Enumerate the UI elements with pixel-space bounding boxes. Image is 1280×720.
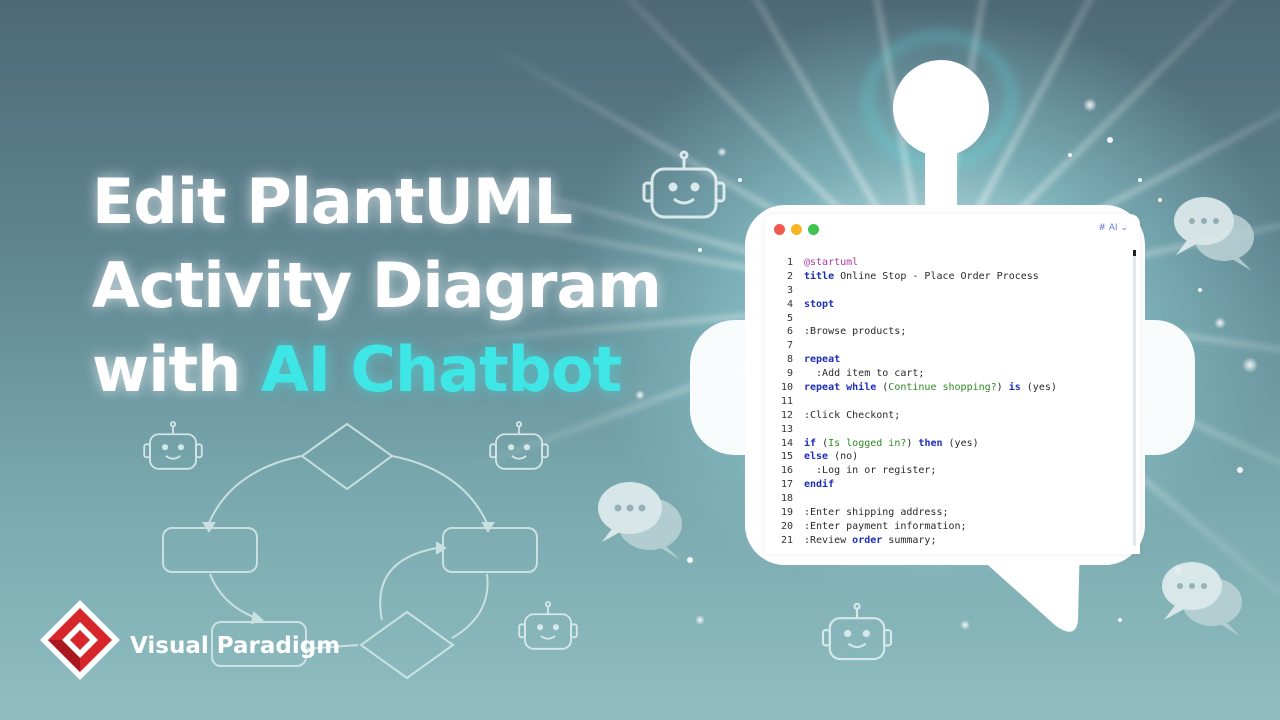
line-number: 1: [786, 257, 793, 268]
line-number: 20: [780, 520, 793, 532]
editor-titlebar: # AI ⌄: [765, 214, 1140, 246]
code-line: 17 endif: [773, 478, 1133, 492]
code-token: :Click Checkont;: [804, 409, 901, 421]
robot-icon: [642, 150, 726, 219]
code-token: (yes): [942, 437, 979, 449]
code-token: else: [804, 451, 829, 463]
code-token: if: [804, 437, 817, 449]
line-number: 13: [780, 423, 793, 435]
code-line: 11: [773, 395, 1133, 409]
code-line: 10 repeat while (Continue shopping?) is (…: [773, 381, 1133, 395]
code-token: ): [996, 382, 1009, 394]
line-number: 9: [786, 368, 793, 380]
line-number: 7: [786, 340, 793, 352]
code-token: :Enter shipping address;: [804, 507, 949, 519]
robot-icon: [518, 601, 578, 650]
code-line: 3: [773, 284, 1133, 298]
line-number: 4: [786, 298, 793, 310]
code-token: repeat: [804, 354, 841, 366]
code-area[interactable]: 1 @startuml 2 title Online Stop - Place Ord…: [773, 256, 1133, 548]
line-number: 14: [780, 437, 793, 449]
code-line: 1 @startuml: [773, 256, 1133, 270]
code-token: :Log in or register;: [804, 465, 937, 477]
code-token: Online Stop - Place Order Process: [834, 270, 1039, 282]
code-line: 20 :Enter payment information;: [773, 520, 1133, 534]
chat-bubble-icon: [1174, 197, 1254, 271]
code-token: order: [852, 534, 883, 546]
sparkles: [635, 98, 1258, 630]
headline: Edit PlantUML Activity Diagram with AI C…: [92, 160, 712, 412]
close-window-button[interactable]: [774, 224, 785, 235]
code-line: 9 :Add item to cart;: [773, 367, 1133, 381]
code-token: :Review: [804, 534, 853, 546]
line-number: 6: [786, 326, 793, 338]
robot-icon: [143, 421, 203, 470]
line-number: 2: [786, 270, 793, 282]
line-number: 5: [786, 312, 793, 324]
code-editor-window: # AI ⌄ 1 @startuml 2 title Online Stop - Pl…: [765, 214, 1140, 554]
line-number: 18: [780, 493, 793, 505]
visual-paradigm-logo-icon: [40, 600, 120, 680]
code-line: 4 stopt: [773, 298, 1133, 312]
headline-line-3-prefix: with: [92, 333, 261, 406]
robot-icon: [489, 421, 549, 470]
chat-bubble-icon: [1162, 562, 1242, 636]
line-number: 15: [780, 451, 793, 463]
activity-diagram-outline: [162, 422, 538, 680]
code-token: (: [816, 437, 829, 449]
code-line: 16 :Log in or register;: [773, 464, 1133, 478]
code-line: 2 title Online Stop - Place Order Process: [773, 270, 1133, 284]
code-line: 13: [773, 423, 1133, 437]
code-line: 7: [773, 339, 1133, 353]
line-number: 3: [786, 284, 793, 296]
maximize-window-button[interactable]: [808, 224, 819, 235]
code-token: (no): [828, 451, 859, 463]
line-number: 12: [780, 409, 793, 421]
code-token: :Enter payment information;: [804, 520, 967, 532]
line-number: 8: [786, 354, 793, 366]
code-token: (: [876, 382, 889, 394]
headline-accent: AI Chatbot: [260, 333, 622, 406]
code-token: Is logged in?: [828, 437, 907, 449]
code-line: 21 :Review order summary;: [773, 534, 1133, 548]
line-number: 11: [780, 395, 793, 407]
code-token: is: [1008, 382, 1021, 394]
ai-menu-button[interactable]: # AI ⌄: [1098, 223, 1128, 233]
code-line: 18: [773, 492, 1133, 506]
code-token: :Browse products;: [804, 326, 907, 338]
code-line: 6 :Browse products;: [773, 325, 1133, 339]
brand-name: Visual Paradigm: [130, 633, 341, 659]
code-token: then: [918, 437, 943, 449]
line-number: 21: [780, 534, 793, 546]
headline-line-1: Edit PlantUML: [92, 165, 573, 238]
code-line: 19 :Enter shipping address;: [773, 506, 1133, 520]
line-number: 16: [780, 465, 793, 477]
code-token: summary;: [882, 534, 937, 546]
editor-scrollbar[interactable]: [1133, 250, 1136, 546]
minimize-window-button[interactable]: [791, 224, 802, 235]
headline-line-3: with AI Chatbot: [92, 328, 712, 412]
code-token: Continue shopping?: [888, 382, 997, 394]
code-token: stopt: [804, 298, 835, 310]
code-line: 15 else (no): [773, 450, 1133, 464]
chat-bubble-icon: [598, 482, 682, 560]
code-line: 14 if (Is logged in?) then (yes): [773, 437, 1133, 451]
code-token: @startuml: [804, 257, 859, 268]
line-number: 10: [780, 382, 793, 394]
code-token: ): [906, 437, 919, 449]
code-token: :Add item to cart;: [804, 368, 925, 380]
code-token: repeat while: [804, 382, 877, 394]
code-token: (yes): [1020, 382, 1057, 394]
code-line: 8 repeat: [773, 353, 1133, 367]
code-line: 12 :Click Checkont;: [773, 409, 1133, 423]
code-line: 5: [773, 312, 1133, 326]
headline-line-2: Activity Diagram: [92, 249, 662, 322]
line-number: 19: [780, 507, 793, 519]
code-token: endif: [804, 479, 835, 491]
line-number: 17: [780, 479, 793, 491]
code-token: title: [804, 270, 835, 282]
robot-icon: [821, 602, 893, 661]
